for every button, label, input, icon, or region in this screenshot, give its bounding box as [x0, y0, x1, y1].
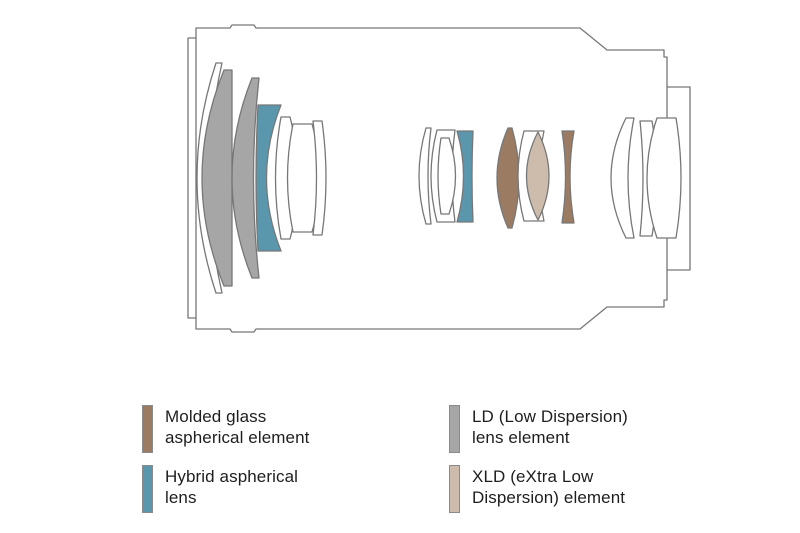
swatch-hybrid-aspherical	[142, 465, 153, 513]
ld-element-2	[231, 77, 260, 279]
ld-element-1	[201, 69, 233, 287]
legend-label-xld: XLD (eXtra Low Dispersion) element	[472, 467, 626, 507]
legend-item-molded-glass: Molded glass aspherical element	[142, 405, 310, 453]
lens-barrel-outline	[187, 24, 691, 333]
molded-glass-aspherical-element-2	[561, 130, 575, 224]
molded-glass-aspherical-element-1	[496, 127, 520, 229]
group2-element-3	[437, 137, 457, 215]
xld-element	[525, 131, 550, 221]
rear-element-3	[646, 117, 682, 239]
hybrid-aspherical-element	[255, 104, 282, 252]
legend-label-hybrid-aspherical: Hybrid aspherical lens	[165, 467, 299, 507]
group2-hybrid-aspherical-element	[456, 130, 474, 223]
legend-item-hybrid-aspherical: Hybrid aspherical lens	[142, 465, 298, 513]
legend-label-ld: LD (Low Dispersion) lens element	[472, 407, 628, 447]
swatch-xld	[449, 465, 460, 513]
legend-label-molded-glass: Molded glass aspherical element	[165, 407, 310, 447]
group1-element-7	[312, 120, 327, 236]
legend-item-xld: XLD (eXtra Low Dispersion) element	[449, 465, 625, 513]
group2-element-1	[418, 127, 432, 225]
swatch-molded-glass	[142, 405, 153, 453]
swatch-ld	[449, 405, 460, 453]
legend-item-ld: LD (Low Dispersion) lens element	[449, 405, 628, 453]
rear-element-1	[610, 117, 635, 239]
